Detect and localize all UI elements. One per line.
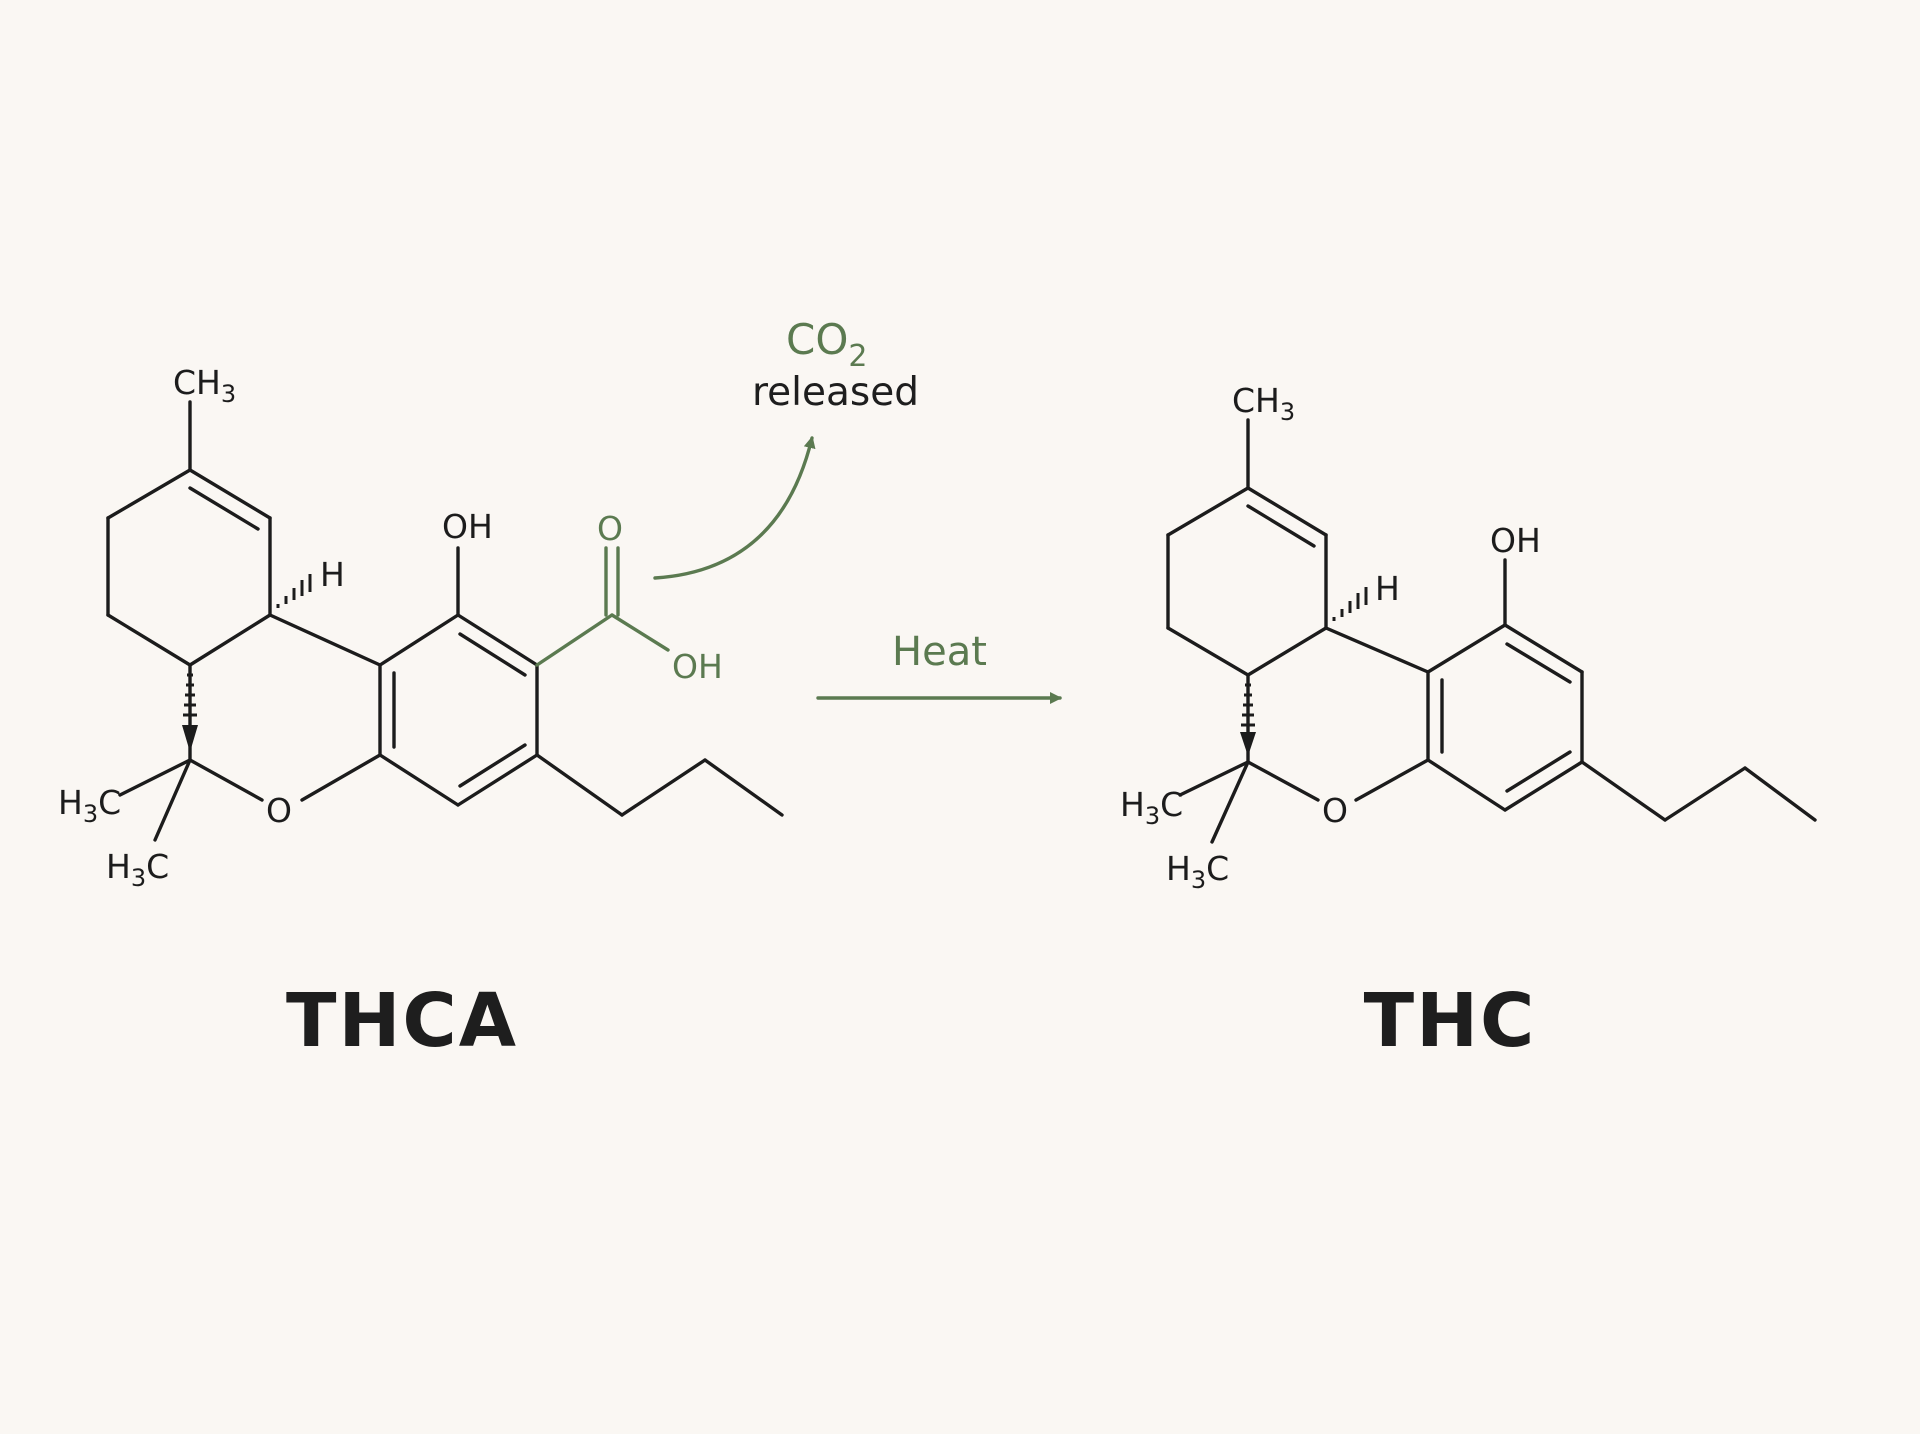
- thc-hydroxyl-label: OH: [1490, 521, 1541, 560]
- thca-methyl-b-label: H3C: [106, 847, 169, 892]
- thc-methyl-top-label: CH3: [1232, 381, 1295, 426]
- thca-hash-wedge-down: [183, 673, 197, 717]
- thca-hydroxyl-label: OH: [442, 507, 493, 546]
- thca-acid-hydroxyl-label: OH: [672, 647, 723, 686]
- thca-methyl-a-label: H3C: [58, 783, 121, 828]
- thc-methyl-a-label: H3C: [1120, 785, 1183, 830]
- thc-hydrogen-label: H: [1375, 569, 1400, 608]
- thca-solid-wedge: [182, 725, 198, 752]
- thc-methyl-b-label: H3C: [1166, 849, 1229, 894]
- thc-solid-wedge: [1240, 732, 1256, 756]
- thca-name: THCA: [286, 978, 518, 1064]
- thc-hash-wedge-h: [1332, 587, 1368, 621]
- heat-label: Heat: [892, 629, 987, 675]
- thca-carbonyl-oxygen-label: O: [597, 509, 623, 548]
- co2-release-arrow: [653, 436, 816, 580]
- thc-ring-oxygen-label: O: [1322, 791, 1348, 830]
- thca-hydrogen-label: H: [320, 555, 345, 594]
- co2-label: CO2: [786, 315, 867, 374]
- thc-structure: CH3 OH H O H3C H3C: [1120, 381, 1817, 894]
- co2-released-note: released: [752, 370, 919, 415]
- thca-hash-wedge-h: [276, 574, 312, 608]
- thc-name: THC: [1364, 978, 1537, 1064]
- thca-methyl-top-label: CH3: [173, 363, 236, 408]
- thc-hash-wedge-down: [1241, 683, 1255, 727]
- thca-ring-oxygen-label: O: [266, 791, 292, 830]
- thca-structure: CH3 OH H O H3C H3C O OH: [58, 363, 784, 892]
